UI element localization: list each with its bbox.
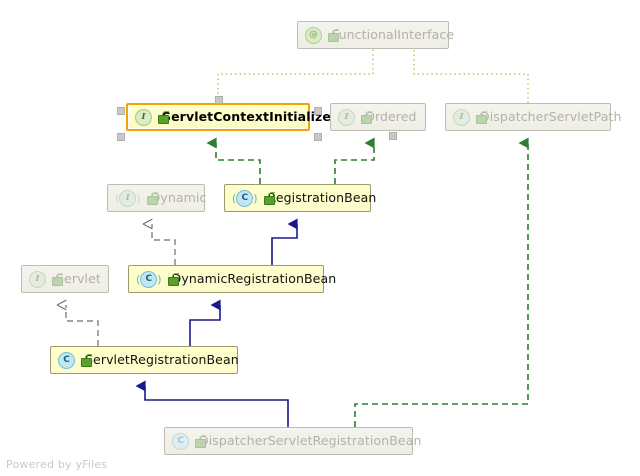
class-icon: C: [236, 189, 254, 207]
annotation-icon: @: [305, 26, 322, 44]
edge-realization-registrationbean-sci: [206, 137, 261, 184]
selection-handle[interactable]: [314, 133, 322, 141]
interface-icon: I: [135, 108, 152, 126]
interface-icon: I: [119, 189, 137, 207]
node-dynamic-registration-bean[interactable]: ( C ) DynamicRegistrationBean: [128, 265, 336, 293]
edge-generalization-dsrb-srb: [135, 380, 289, 427]
node-dynamic[interactable]: ( I ) Dynamic: [107, 184, 207, 212]
class-icon: C: [140, 270, 158, 288]
node-ordered[interactable]: I Ordered: [330, 103, 426, 131]
node-servlet-context-initializer[interactable]: I ServletContextInitializer: [126, 103, 337, 131]
node-servlet-registration-bean[interactable]: C ServletRegistrationBean: [50, 346, 239, 374]
edge-generalization-srb-drb: [189, 299, 221, 346]
interface-icon: I: [29, 270, 46, 288]
node-functional-interface[interactable]: @ FunctionalInterface: [297, 21, 454, 49]
edge-dependency-srb-servlet: [56, 299, 99, 346]
edge-dependency-drb-dynamic: [142, 218, 176, 265]
abstract-marker: ( C ): [136, 270, 162, 288]
node-label: ServletContextInitializer: [162, 108, 338, 124]
edge-generalization-drb-registrationbean: [271, 218, 298, 265]
node-label: DispatcherServletPath: [480, 108, 622, 124]
selection-handle[interactable]: [314, 107, 322, 115]
node-label: DynamicRegistrationBean: [171, 270, 337, 286]
node-label: FunctionalInterface: [332, 26, 455, 42]
edge-annotation-sci-functionalinterface: [217, 49, 374, 103]
selection-handle[interactable]: [117, 107, 125, 115]
abstract-marker: ( I ): [115, 189, 141, 207]
abstract-marker: ( C ): [232, 189, 258, 207]
selection-handle[interactable]: [389, 132, 397, 140]
node-label: Ordered: [365, 108, 417, 124]
node-dispatcher-servlet-path[interactable]: I DispatcherServletPath: [445, 103, 621, 131]
node-servlet[interactable]: I Servlet: [21, 265, 109, 293]
edge-realization-registrationbean-ordered: [334, 137, 375, 184]
interface-icon: I: [338, 108, 355, 126]
node-label: DispatcherServletRegistrationBean: [199, 432, 422, 448]
selection-handle[interactable]: [215, 96, 223, 104]
class-icon: C: [172, 432, 189, 450]
node-label: Servlet: [56, 270, 101, 286]
node-label: RegistrationBean: [267, 189, 377, 205]
node-label: ServletRegistrationBean: [85, 351, 239, 367]
node-registration-bean[interactable]: ( C ) RegistrationBean: [224, 184, 376, 212]
edge-annotation-dsp-functionalinterface: [413, 49, 529, 103]
node-label: Dynamic: [150, 189, 207, 205]
interface-icon: I: [453, 108, 470, 126]
node-dispatcher-servlet-registration-bean[interactable]: C DispatcherServletRegistrationBean: [164, 427, 421, 455]
yfiles-watermark: Powered by yFiles: [6, 458, 108, 471]
selection-handle[interactable]: [117, 133, 125, 141]
edge-realization-dsrb-dispatcherservletpath: [354, 137, 529, 427]
class-icon: C: [58, 351, 75, 369]
